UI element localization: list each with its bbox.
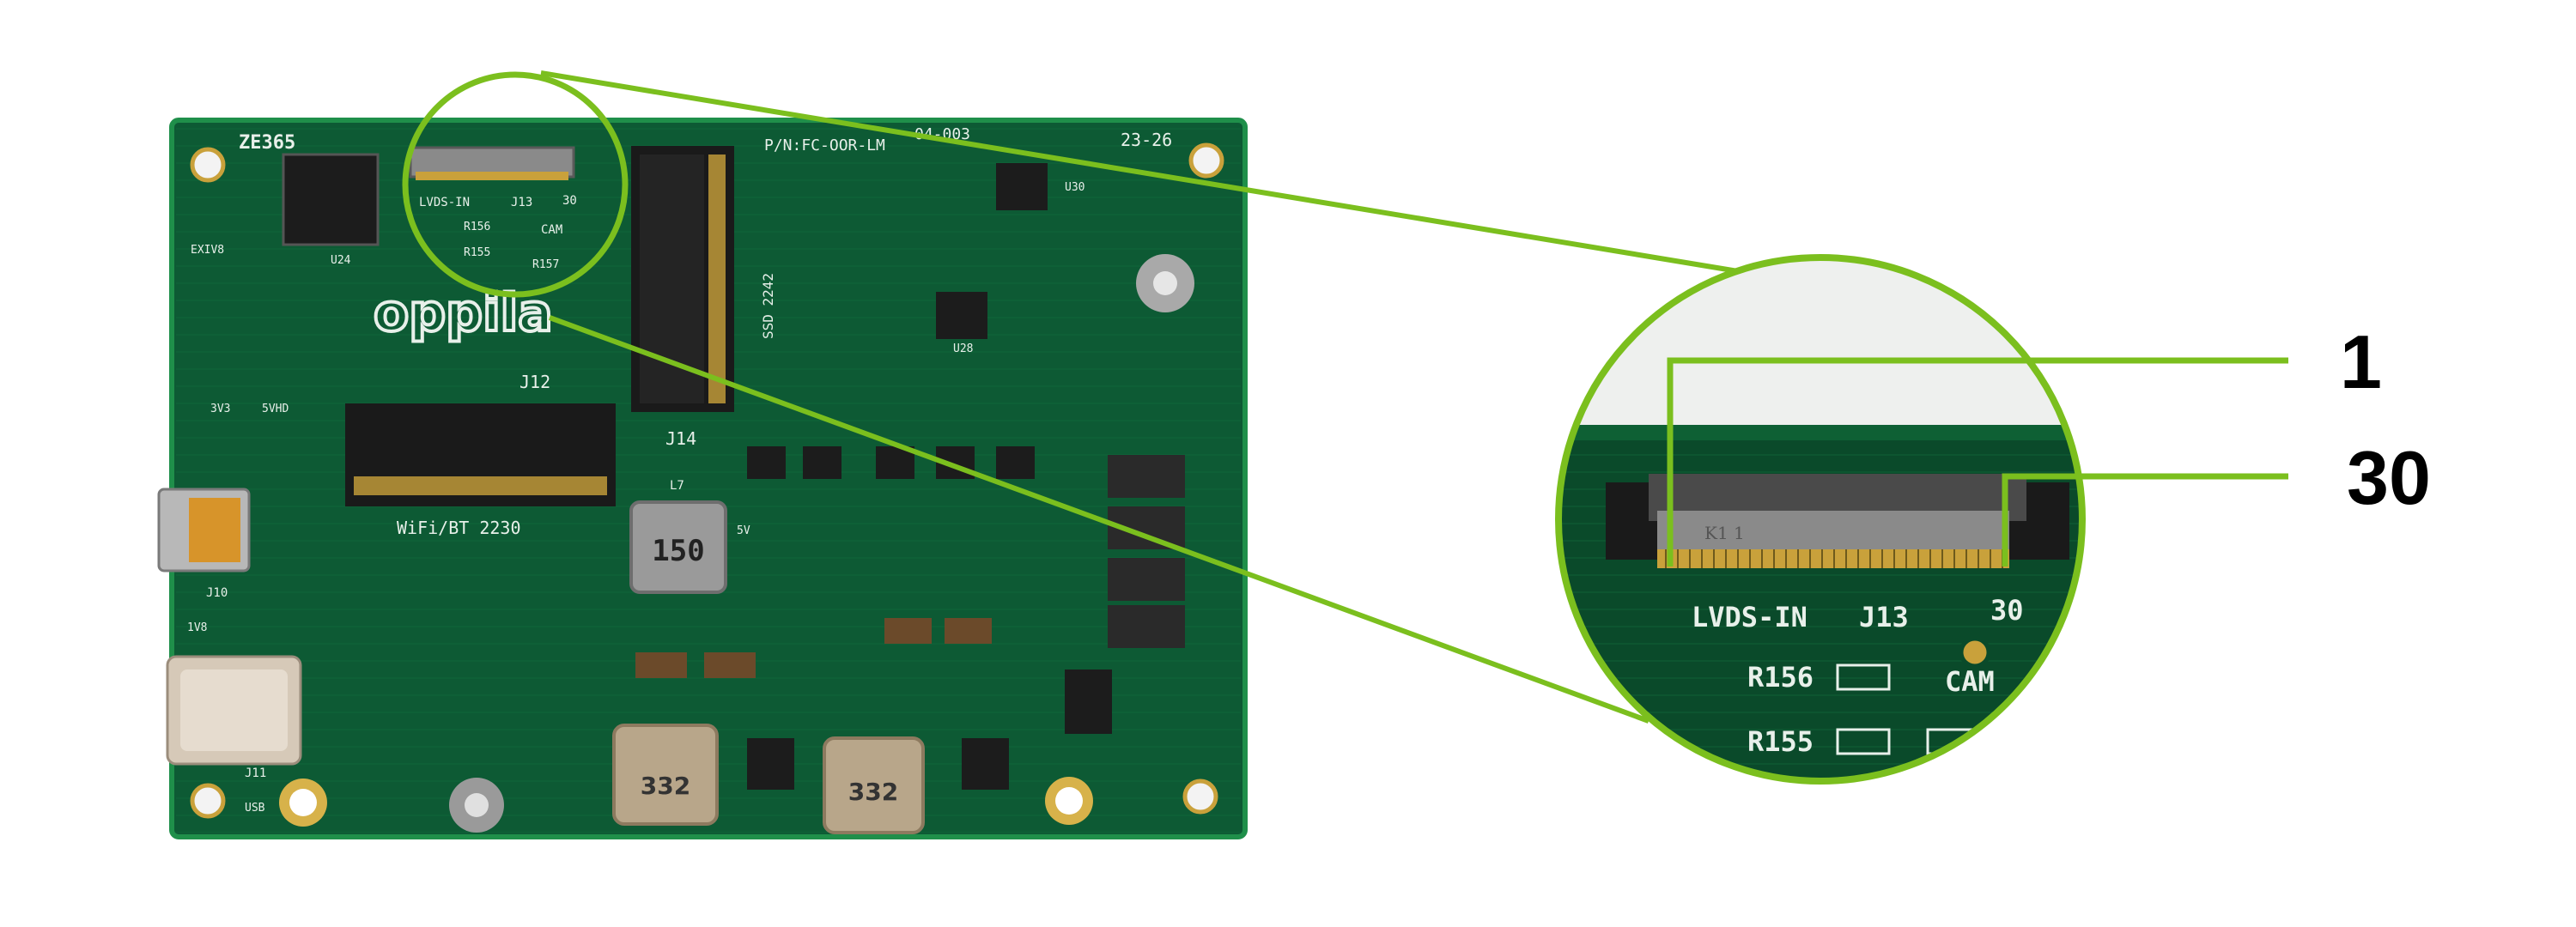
board-exiv-label: EXIV8 [191,244,224,257]
board-5vhd-label: 5VHD [262,403,289,415]
zoom-j13-label: J13 [1859,601,1909,633]
inductor-332-right: 332 [823,736,925,834]
board-ssd-label: SSD 2242 [760,273,776,339]
board-pin30-label: 30 [562,194,577,208]
m2-ssd-slot-j14 [631,146,734,412]
board-part-number: P/N:FC-OOR-LM [764,136,885,154]
svg-text:332: 332 [848,778,898,806]
usbc-port-j11 [166,655,302,766]
zoom-r156-pad [1836,663,1891,691]
board-cam-label: CAM [541,223,562,237]
callout-line-bottom [548,315,1650,724]
board-j12-label: J12 [519,372,550,392]
board-j13-label: J13 [511,196,532,209]
board-3v3-label: 3V3 [210,403,230,415]
board-u28-label: U28 [953,342,973,355]
inductor-332-left: 332 [612,724,719,826]
board-date-code: 23-26 [1121,130,1172,150]
zoom-r155-label: R155 [1747,725,1814,758]
callout-source-circle [402,71,629,298]
zoom-pin30-label: 30 [1990,594,2024,627]
pin30-leader [2002,473,2288,566]
board-wifi-label: WiFi/BT 2230 [397,518,521,538]
chip-u24 [282,153,380,246]
callout [402,70,1744,724]
zoom-view: K1 1 LVDS-IN J13 30 CAM R156 R155 [1558,258,2082,781]
inductor-150: 150 [629,500,727,594]
zoom-r156-label: R156 [1747,661,1814,694]
board-model-label: ZE365 [239,132,295,154]
pin-30-label: 30 [2347,435,2431,520]
zoom-lvds-connector: K1 1 [1606,474,2069,568]
board-5v-label: 5V [737,524,750,537]
pcb-board: 150 332 332 [157,118,1248,839]
board-r157-label: R157 [532,258,559,271]
board-1v8-label: 1V8 [187,621,207,634]
board-u30-label: U30 [1065,181,1084,194]
pin-1-label: 1 [2340,319,2382,404]
zoom-connector-marking: K1 1 [1704,523,1745,543]
board-u24-label: U24 [331,254,351,267]
board-j14-label: J14 [665,428,696,449]
m2-wifi-slot-j12 [345,403,616,506]
lvds-connector-j13 [409,146,575,180]
board-r155-label: R155 [464,246,490,259]
board-l7-label: L7 [670,479,684,493]
svg-text:150: 150 [652,534,704,568]
callout-line-top [540,70,1744,275]
board-r156-label: R156 [464,221,490,233]
hdmi-port-j10 [157,488,251,573]
board-usb-label: USB [245,802,265,815]
board-j10-label: J10 [206,586,228,600]
svg-text:332: 332 [641,772,690,800]
pin-leaders [1667,357,2288,566]
zoom-lvds-label: LVDS-IN [1692,601,1807,633]
pin1-leader [1667,357,2288,566]
zoom-cam-testpoint [1959,636,1991,669]
zoom-circle-border [1555,254,2086,785]
board-lvds-label: LVDS-IN [419,196,470,209]
zoom-cam-label: CAM [1945,665,1995,698]
mounting-holes [190,142,1224,833]
board-j11-label: J11 [245,766,266,780]
zoom-r155-pad [1836,728,1891,755]
